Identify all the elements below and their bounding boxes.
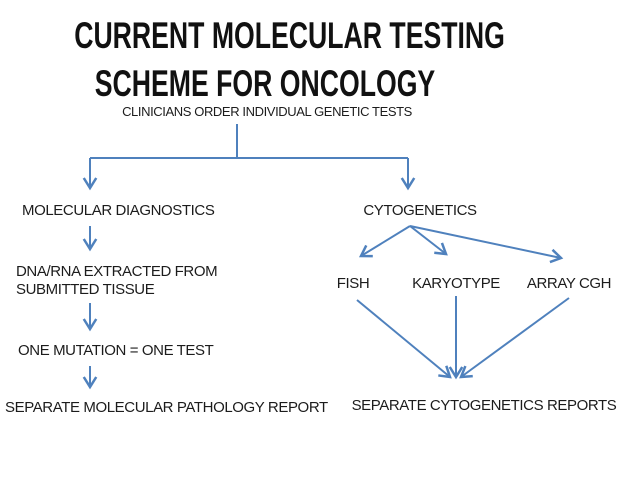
node-separate-molecular-pathology-report: SEPARATE MOLECULAR PATHOLOGY REPORT [5, 399, 328, 416]
title-line-2: SCHEME FOR ONCOLOGY [94, 63, 436, 104]
node-cytogenetics: CYTOGENETICS [363, 202, 477, 219]
arrow-cyto-to-arraycgh [409, 225, 564, 264]
node-clinicians-order: CLINICIANS ORDER INDIVIDUAL GENETIC TEST… [122, 104, 412, 119]
arrow-arraycgh-to-reports [459, 297, 570, 379]
node-one-mutation-one-test: ONE MUTATION = ONE TEST [18, 342, 214, 359]
diagram-title: CURRENT MOLECULAR TESTING SCHEME FOR ONC… [74, 12, 505, 108]
arrow-cyto-to-karyotype [409, 225, 448, 256]
node-molecular-diagnostics: MOLECULAR DIAGNOSTICS [22, 202, 215, 219]
node-karyotype: KARYOTYPE [412, 275, 500, 292]
title-line-1: CURRENT MOLECULAR TESTING [74, 15, 505, 56]
node-fish: FISH [336, 275, 370, 292]
arrow-cyto-to-fish [358, 225, 411, 258]
node-array-cgh: ARRAY CGH [526, 275, 612, 292]
node-separate-cytogenetics-reports: SEPARATE CYTOGENETICS REPORTS [351, 397, 617, 414]
node-dna-rna-extracted: DNA/RNA EXTRACTED FROM SUBMITTED TISSUE [16, 263, 218, 298]
arrow-fish-to-reports [356, 299, 452, 379]
